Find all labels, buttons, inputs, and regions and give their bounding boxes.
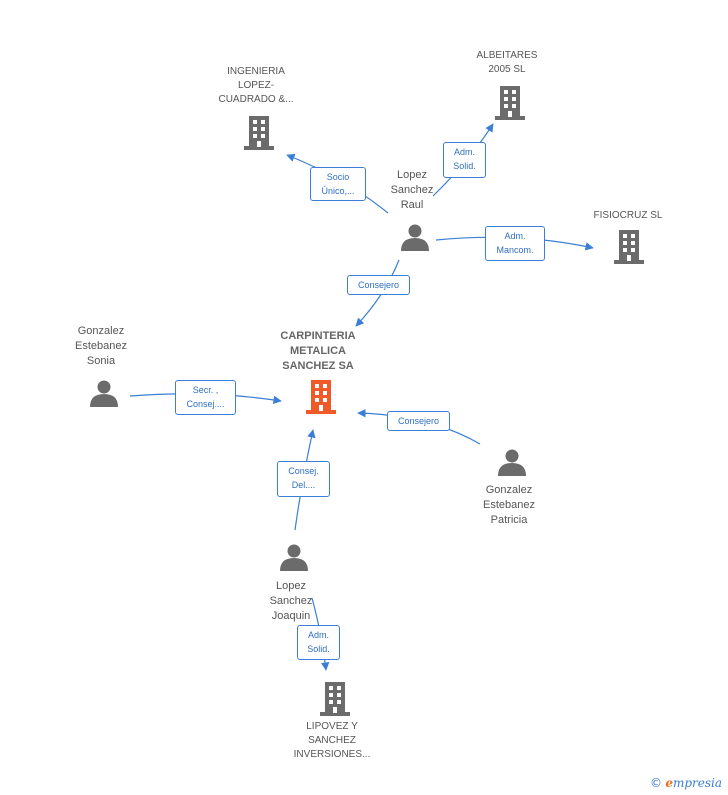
company-label-carpinteria[interactable]: CARPINTERIA METALICA SANCHEZ SA — [280, 330, 356, 372]
edge-label-raul-albeitares[interactable]: Adm. Solid. — [443, 142, 486, 178]
building-icon[interactable] — [320, 682, 350, 721]
company-label-albeitares[interactable]: ALBEITARES 2005 SL — [476, 50, 538, 75]
person-icon[interactable] — [89, 379, 119, 414]
edge-label-raul-ingenieria[interactable]: Socio Único,... — [310, 167, 366, 201]
edge-label-patricia-carpinteria[interactable]: Consejero — [387, 411, 450, 431]
building-icon[interactable] — [306, 380, 336, 419]
company-label-ingenieria[interactable]: INGENIERIA LOPEZ- CUADRADO &... — [218, 66, 294, 105]
person-label-raul[interactable]: Lopez Sanchez Raul — [390, 169, 434, 211]
empresia-logo[interactable]: © empresia — [650, 776, 722, 790]
person-icon[interactable] — [279, 543, 309, 578]
company-label-fisiocruz[interactable]: FISIOCRUZ SL — [593, 210, 663, 221]
company-label-lipovez[interactable]: LIPOVEZ Y SANCHEZ INVERSIONES... — [293, 721, 371, 760]
edge-label-joaquin-carpinteria[interactable]: Consej. Del.... — [277, 461, 330, 497]
building-icon[interactable] — [244, 116, 274, 155]
person-label-sonia[interactable]: Gonzalez Estebanez Sonia — [75, 325, 127, 367]
edge-label-sonia-carpinteria[interactable]: Secr. , Consej.... — [175, 380, 236, 415]
building-icon[interactable] — [495, 86, 525, 125]
brand-name: empresia — [665, 776, 723, 790]
edge-label-joaquin-lipovez[interactable]: Adm. Solid. — [297, 625, 340, 660]
person-icon[interactable] — [400, 223, 430, 258]
copyright-symbol: © — [650, 776, 662, 790]
edge-label-raul-fisiocruz[interactable]: Adm. Mancom. — [485, 226, 545, 261]
person-icon[interactable] — [497, 448, 527, 483]
edge-label-raul-carpinteria[interactable]: Consejero — [347, 275, 410, 295]
building-icon[interactable] — [614, 230, 644, 269]
person-label-patricia[interactable]: Gonzalez Estebanez Patricia — [483, 484, 535, 526]
person-label-joaquin[interactable]: Lopez Sanchez Joaquin — [269, 580, 313, 622]
